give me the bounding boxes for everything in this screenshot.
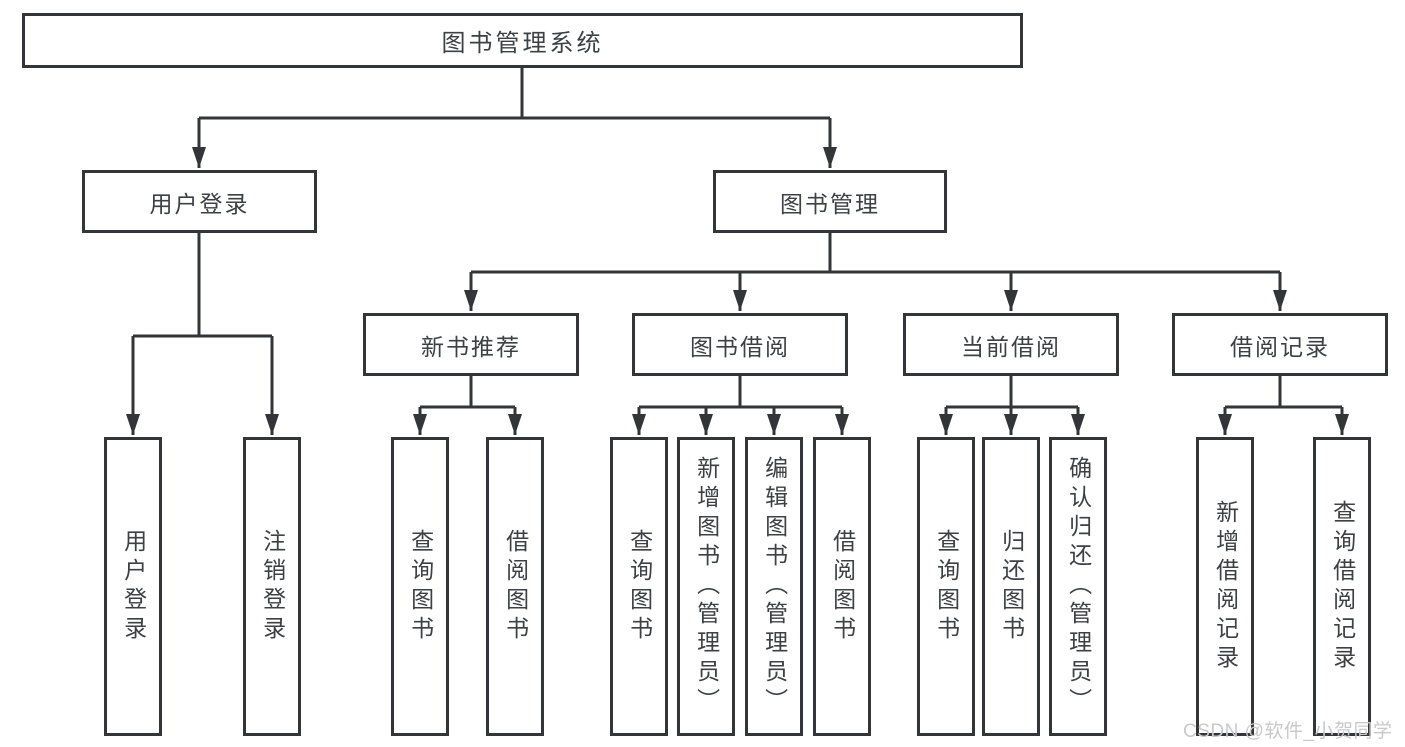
node-leaf-search-books: 查询图书 — [391, 437, 449, 736]
node-label: 新增借阅记录 — [1212, 499, 1239, 674]
node-label: 图书借阅 — [690, 333, 790, 360]
node-label: 当前借阅 — [961, 333, 1061, 360]
node-leaf-add-books-admin: 新增图书（管理员） — [677, 437, 735, 736]
node-label: 确认归还（管理员） — [1065, 456, 1092, 717]
node-label: 借阅图书 — [502, 528, 529, 645]
csdn-watermark: CSDN @软件_小贺同学 — [1183, 721, 1393, 742]
node-leaf-borrow-books: 借阅图书 — [486, 437, 544, 736]
node-label: 新书推荐 — [421, 333, 521, 360]
node-label: 新增图书（管理员） — [693, 456, 720, 717]
node-library-management-system: 图书管理系统 — [22, 13, 1023, 68]
node-leaf-add-borrow-record: 新增借阅记录 — [1196, 437, 1254, 736]
node-current-borrowing: 当前借阅 — [903, 313, 1119, 376]
node-label: 查询图书 — [626, 528, 653, 645]
node-label: 图书管理系统 — [441, 30, 604, 57]
node-leaf-search-books: 查询图书 — [917, 437, 975, 736]
node-label: 图书管理 — [780, 190, 880, 217]
node-label: 查询借阅记录 — [1329, 499, 1356, 674]
node-leaf-confirm-return-admin: 确认归还（管理员） — [1049, 437, 1107, 736]
node-label: 归还图书 — [998, 528, 1025, 645]
node-label: 用户登录 — [149, 190, 250, 217]
node-label: 用户登录 — [120, 528, 147, 645]
node-label: 借阅图书 — [829, 528, 856, 645]
node-leaf-return-books: 归还图书 — [982, 437, 1040, 736]
node-label: 查询图书 — [407, 528, 434, 645]
node-label: 查询图书 — [933, 528, 960, 645]
node-label: 注销登录 — [259, 528, 286, 645]
node-leaf-search-borrow-record: 查询借阅记录 — [1313, 437, 1371, 736]
node-label: 编辑图书（管理员） — [761, 456, 788, 717]
node-leaf-user-login: 用户登录 — [104, 437, 162, 736]
node-label: 借阅记录 — [1230, 333, 1330, 360]
node-leaf-search-books: 查询图书 — [610, 437, 668, 736]
node-leaf-edit-books-admin: 编辑图书（管理员） — [745, 437, 803, 736]
node-book-borrowing: 图书借阅 — [632, 313, 848, 376]
node-borrowing-records: 借阅记录 — [1172, 313, 1388, 376]
node-book-management: 图书管理 — [713, 170, 947, 233]
node-leaf-logout: 注销登录 — [243, 437, 301, 736]
node-user-login: 用户登录 — [82, 170, 317, 233]
node-leaf-borrow-books: 借阅图书 — [813, 437, 871, 736]
node-new-book-recommendation: 新书推荐 — [363, 313, 579, 376]
